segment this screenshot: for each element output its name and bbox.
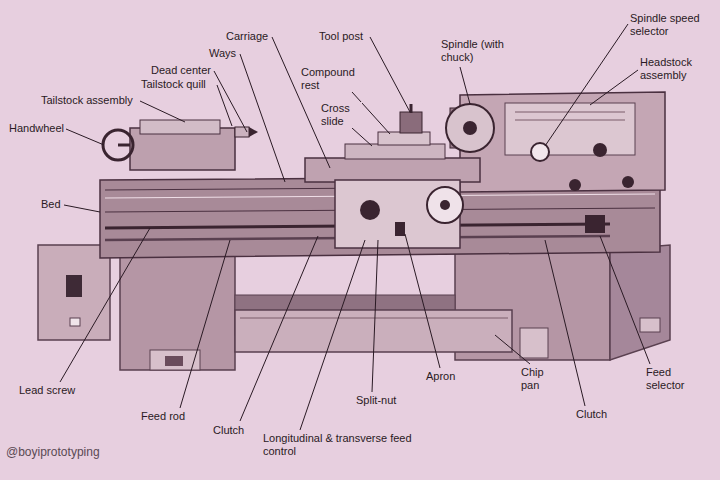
- part-label: Tailstock assembly: [40, 94, 134, 107]
- part-label: Bed: [40, 198, 62, 211]
- part-label: Handwheel: [8, 122, 65, 135]
- part-label: Chip pan: [520, 366, 562, 392]
- part-label: Tailstock quill: [140, 78, 207, 91]
- part-label: Longitudinal & transverse feed control: [262, 432, 424, 458]
- part-label: Clutch: [212, 424, 245, 437]
- part-label: Headstock assembly: [639, 56, 716, 82]
- part-label: Feed rod: [140, 410, 186, 423]
- part-label: Ways: [208, 47, 237, 60]
- part-label: Lead screw: [18, 384, 76, 397]
- watermark-text: @boyiprototyping: [5, 446, 101, 459]
- part-label: Spindle speed selector: [629, 12, 716, 38]
- part-label: Carriage: [225, 30, 269, 43]
- part-label: Dead center: [150, 64, 212, 77]
- part-label: Feed selector: [645, 366, 709, 392]
- part-label: Apron: [425, 370, 456, 383]
- part-label: Clutch: [575, 408, 608, 421]
- part-label: Split-nut: [355, 394, 397, 407]
- part-label: Cross slide: [320, 102, 362, 128]
- part-label: Compound rest: [300, 66, 364, 92]
- part-label: Spindle (with chuck): [440, 38, 522, 64]
- part-label: Tool post: [318, 30, 364, 43]
